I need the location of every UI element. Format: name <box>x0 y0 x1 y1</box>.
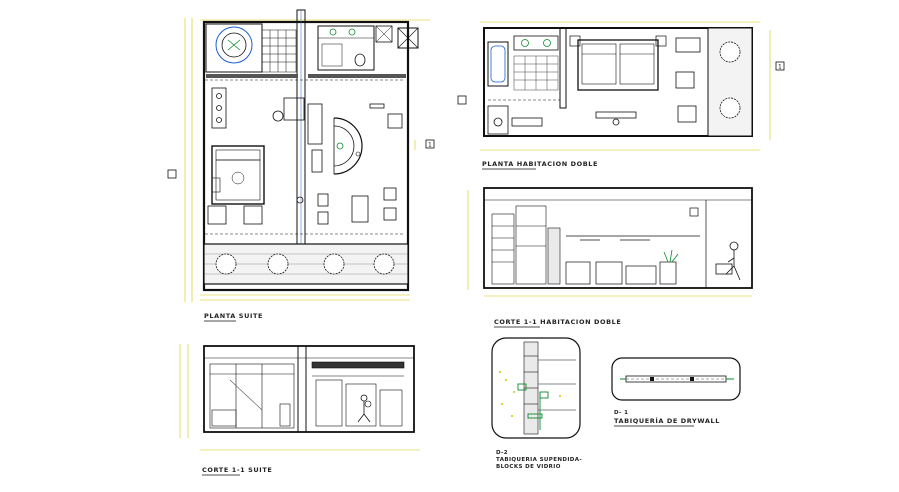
double-bed-icon <box>569 35 667 91</box>
suite-living-furniture <box>211 87 403 173</box>
suite-plan-dimensions <box>184 18 430 302</box>
detail-d2-title: TABIQUERIA SUPENDIDA- <box>496 457 582 463</box>
drywall-section-icon <box>620 375 734 383</box>
double-section-title: CORTE 1-1 HABITACION DOBLE <box>494 318 621 326</box>
suite-outer-wall <box>202 20 410 292</box>
suite-interior-wall <box>206 74 298 78</box>
suite-section-right-room <box>311 361 405 427</box>
suite-section-title: CORTE 1-1 SUITE <box>202 466 272 474</box>
suite-bed-icon <box>207 145 265 225</box>
person-icon <box>715 241 741 281</box>
curved-desk-icon <box>333 117 363 175</box>
detail-d2: D-2 TABIQUERIA SUPENDIDA- BLOCKS DE VIDR… <box>491 337 582 470</box>
double-marker-right <box>775 61 785 71</box>
double-sinks <box>513 35 559 51</box>
double-section-wall <box>565 200 707 288</box>
double-bath-tiles <box>513 55 559 91</box>
double-balcony <box>707 27 753 137</box>
suite-plan-title: PLANTA SUITE <box>204 312 263 320</box>
detail-d2-subtitle: BLOCKS DE VIDRIO <box>496 464 561 470</box>
detail-d2-frame <box>491 337 581 439</box>
double-plan-title: PLANTA HABITACION DOBLE <box>482 160 598 168</box>
suite-terrace <box>203 243 409 285</box>
double-plan-dimensions <box>480 21 771 151</box>
suite-section-marker: 1 <box>167 139 435 179</box>
double-room-section: CORTE 1-1 HABITACION DOBLE <box>467 187 753 328</box>
detail-d2-code: D-2 <box>496 450 508 456</box>
detail-d1-title: TABIQUERÍA DE DRYWALL <box>614 416 720 425</box>
double-section-dimensions <box>467 190 752 297</box>
jacuzzi-icon <box>205 23 263 73</box>
double-marker-label: 1 <box>778 64 782 71</box>
detail-d2-dim-dots <box>499 371 561 417</box>
suite-section: CORTE 1-1 SUITE <box>179 344 420 476</box>
detail-d1-code: D- 1 <box>614 410 628 416</box>
bathtub-icon <box>487 41 509 87</box>
suite-marker-label: 1 <box>428 142 432 149</box>
suite-section-left-room <box>209 363 295 429</box>
detail-d1: D- 1 TABIQUERÍA DE DRYWALL <box>611 357 741 427</box>
suite-bathroom-fixtures <box>317 25 393 71</box>
plant-icon <box>663 249 679 263</box>
double-room-plan: 1 PLANTA HABITACION DOBLE <box>457 21 785 170</box>
suite-section-person-icon <box>357 394 371 423</box>
suite-section-dimensions <box>179 344 420 451</box>
suite-dining-set <box>296 187 397 225</box>
double-lounge-furniture <box>595 37 701 126</box>
detail-d1-frame <box>611 357 741 401</box>
suite-section-frame <box>203 345 415 433</box>
detail-d2-glass-blocks <box>517 383 549 430</box>
double-section-bath <box>491 205 561 285</box>
double-marker-left <box>457 95 467 105</box>
suite-column <box>397 27 419 49</box>
double-section-frame <box>483 187 753 289</box>
shower-tile-grid <box>261 29 297 73</box>
double-entry <box>487 99 560 135</box>
suite-plan: 1 PLANTA SUITE <box>167 9 435 322</box>
